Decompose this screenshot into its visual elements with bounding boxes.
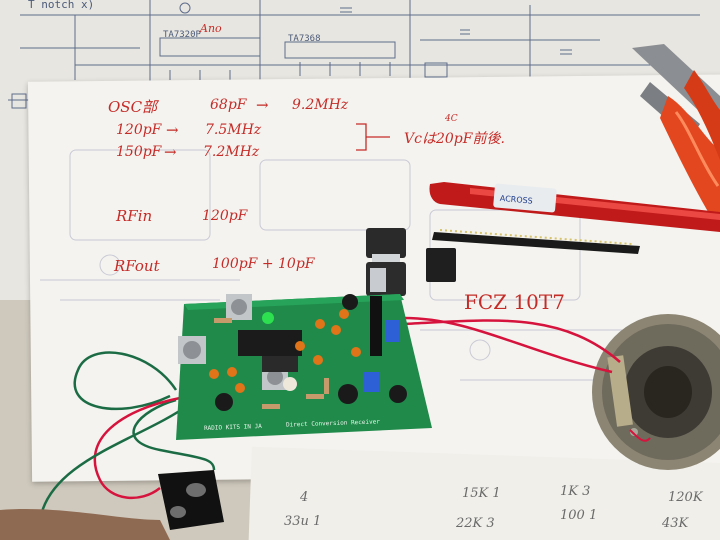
osc-freq-1: 9.2MHz [292, 97, 349, 113]
red-pen: ACROSS [429, 182, 720, 232]
rf-out-value: 100pF + 10pF [212, 256, 315, 272]
pen-label: ACROSS [499, 194, 533, 206]
parts-entry: 43K [662, 516, 689, 531]
vc-note: Vcは20pF前後. [404, 131, 505, 147]
osc-cap-1: 68pF [210, 97, 247, 113]
pin-header [432, 229, 640, 254]
osc-freq-3: 7.2MHz [203, 144, 260, 160]
parts-entry: 15K 1 [462, 486, 501, 501]
osc-cap-2: 120pF [116, 122, 162, 138]
connector-component [426, 248, 456, 282]
osc-freq-2: 7.5MHz [205, 122, 262, 138]
battery-snap [0, 470, 224, 540]
ic-label-left: TA7320P [163, 30, 201, 40]
rf-in-value: 120pF [202, 208, 248, 224]
osc-cap-3: 150pF [116, 144, 162, 160]
parts-entry: 33u 1 [284, 514, 322, 529]
ic-label-right: TA7368 [288, 34, 321, 44]
switch-component [366, 228, 406, 258]
osc-arrow-2: → [166, 121, 179, 139]
parts-entry: 120K [668, 490, 703, 505]
schematic-title: T notch x) [28, 0, 95, 11]
vc-superscript: 4C [445, 114, 458, 124]
coil-note: FCZ 10T7 [464, 290, 565, 314]
osc-label: OSC部 [108, 98, 158, 116]
ic-chip [238, 330, 302, 356]
osc-arrow-1: → [256, 96, 269, 114]
pcb-board [176, 294, 432, 440]
rf-in-label: RFin [116, 207, 153, 225]
parts-entry: 100 1 [560, 508, 598, 523]
parts-entry: 1K 3 [560, 484, 591, 499]
parts-entry: 4 [300, 490, 309, 505]
parts-entry: 22K 3 [456, 516, 495, 531]
pliers [632, 44, 720, 230]
rf-out-label: RFout [114, 257, 160, 275]
schematic-scribble: Ano [200, 22, 222, 35]
osc-arrow-3: → [164, 143, 177, 161]
speaker [592, 314, 720, 470]
